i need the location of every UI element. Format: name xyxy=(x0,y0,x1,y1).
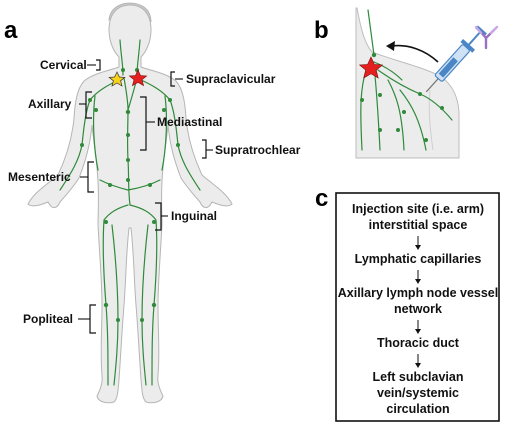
panel-c: c Injection site (i.e. arm) interstitial… xyxy=(315,185,500,422)
red-star-icon xyxy=(128,69,148,87)
panel-b-letter: b xyxy=(314,17,329,44)
step-3-line-2: network xyxy=(394,302,442,316)
label-mediastinal: Mediastinal xyxy=(157,115,222,129)
label-popliteal: Popliteal xyxy=(23,312,73,326)
yellow-star-icon xyxy=(108,71,126,87)
panel-b-nodes xyxy=(360,52,444,142)
step-1-line-1: Injection site (i.e. arm) xyxy=(352,202,484,216)
label-connectors xyxy=(78,64,213,320)
label-supraclavicular: Supraclavicular xyxy=(186,72,276,86)
flow-arrow-3 xyxy=(415,320,421,334)
flow-arrow xyxy=(391,44,439,63)
flowchart-box xyxy=(335,192,500,422)
lymph-nodes xyxy=(80,68,180,322)
label-axillary: Axillary xyxy=(28,97,72,111)
flow-arrow-1 xyxy=(415,236,421,250)
label-cervical: Cervical xyxy=(40,58,87,72)
panel-b: b xyxy=(314,7,499,159)
step-4-line-1: Thoracic duct xyxy=(377,336,460,350)
label-inguinal: Inguinal xyxy=(171,209,217,223)
panel-a: a xyxy=(4,2,301,404)
step-3-line-1: Axillary lymph node vessel xyxy=(338,286,499,300)
flow-arrow-2 xyxy=(415,270,421,284)
antibody-icon xyxy=(474,25,499,50)
step-1-line-2: interstitial space xyxy=(369,218,468,232)
step-5-line-2: vein/systemic xyxy=(377,386,459,400)
label-mesenteric: Mesenteric xyxy=(8,170,71,184)
shoulder-silhouette xyxy=(355,7,460,159)
step-5-line-1: Left subclavian xyxy=(373,370,464,384)
flow-arrow-head xyxy=(386,41,395,51)
shoulder-inner-line xyxy=(428,89,434,151)
step-5-line-3: circulation xyxy=(386,402,449,416)
step-2-line-1: Lymphatic capillaries xyxy=(355,252,482,266)
panel-c-letter: c xyxy=(315,185,328,212)
syringe-icon xyxy=(425,25,487,93)
label-supratrochlear: Supratrochlear xyxy=(215,143,301,157)
red-star-icon-b xyxy=(358,56,384,79)
panel-a-letter: a xyxy=(4,17,18,44)
flow-arrow-4 xyxy=(415,354,421,368)
